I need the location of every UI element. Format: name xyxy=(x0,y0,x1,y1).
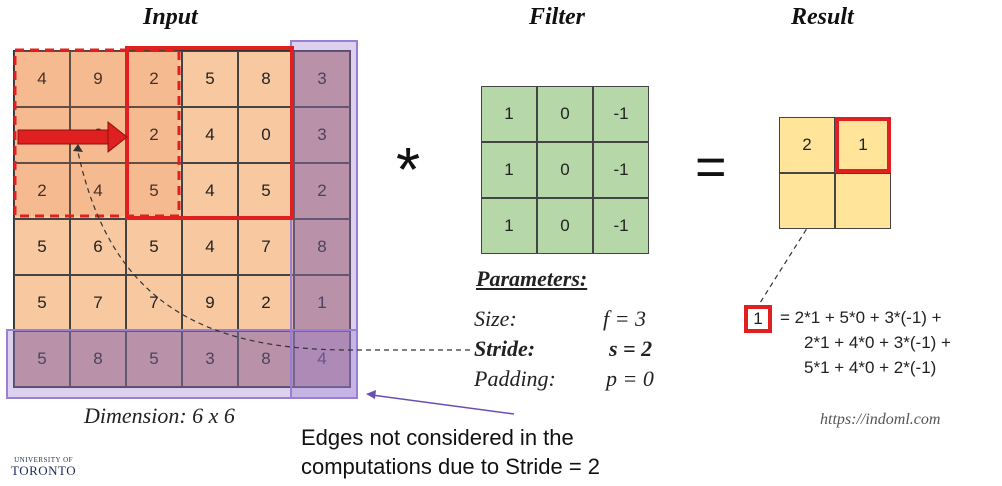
filter-cell: 1 xyxy=(481,142,537,198)
filter-matrix: 1 0 -1 1 0 -1 1 0 -1 xyxy=(481,86,649,254)
result-cell xyxy=(779,173,835,229)
input-cell: 5 xyxy=(126,219,182,275)
dimension-label: Dimension: 6 x 6 xyxy=(84,403,235,428)
size-value: f = 3 xyxy=(603,306,646,331)
edges-note-line-1: Edges not considered in the xyxy=(301,425,574,450)
input-cell-edge: 5 xyxy=(126,331,182,387)
input-cell-edge: 8 xyxy=(70,331,126,387)
input-cell: 5 xyxy=(238,163,294,219)
input-cell-edge: 3 xyxy=(294,107,350,163)
input-cell: 2 xyxy=(14,163,70,219)
filter-title: Filter xyxy=(529,4,586,30)
padding-label: Padding: xyxy=(474,366,556,391)
input-cell-edge: 1 xyxy=(294,275,350,331)
input-cell: 4 xyxy=(182,107,238,163)
input-cell: 4 xyxy=(182,163,238,219)
equation-line-2: 2*1 + 4*0 + 3*(-1) + xyxy=(804,333,951,352)
edges-note-arrowhead xyxy=(366,390,376,399)
input-cell-edge: 4 xyxy=(294,331,350,387)
result-cell xyxy=(835,173,891,229)
result-cell: 2 xyxy=(779,117,835,173)
filter-cell: 0 xyxy=(537,142,593,198)
size-label: Size: xyxy=(474,306,517,331)
filter-cell: 1 xyxy=(481,86,537,142)
input-cell: 2 xyxy=(126,107,182,163)
input-cell xyxy=(14,107,70,163)
edges-note-line-2: computations due to Stride = 2 xyxy=(301,454,601,479)
input-matrix: 4 9 2 5 8 3 6 2 4 0 3 2 4 5 4 5 2 5 6 5 … xyxy=(13,50,351,388)
input-cell: 7 xyxy=(70,275,126,331)
result-title: Result xyxy=(791,4,854,30)
logo-bottom-text: TORONTO xyxy=(11,463,77,478)
input-cell: 5 xyxy=(14,275,70,331)
input-title: Input xyxy=(143,4,198,30)
input-cell-edge: 8 xyxy=(294,219,350,275)
logo-top-text: UNIVERSITY OF xyxy=(14,456,74,464)
input-cell: 6 xyxy=(70,219,126,275)
padding-value: p = 0 xyxy=(606,366,654,391)
edges-note-arrow xyxy=(371,394,515,415)
equation-highlight-box: 1 xyxy=(744,305,772,333)
filter-cell: -1 xyxy=(593,142,649,198)
stride-label: Stride: xyxy=(474,336,536,361)
input-cell: 5 xyxy=(126,163,182,219)
input-cell: 2 xyxy=(238,275,294,331)
input-cell: 0 xyxy=(238,107,294,163)
input-cell: 6 xyxy=(70,107,126,163)
input-cell: 4 xyxy=(70,163,126,219)
parameters-heading: Parameters: xyxy=(476,266,588,291)
result-matrix: 2 1 xyxy=(779,117,891,229)
filter-cell: -1 xyxy=(593,198,649,254)
filter-cell: 1 xyxy=(481,198,537,254)
input-cell-edge: 3 xyxy=(294,51,350,107)
equation-line-3: 5*1 + 4*0 + 2*(-1) xyxy=(804,358,937,377)
input-cell: 4 xyxy=(182,219,238,275)
input-cell: 7 xyxy=(126,275,182,331)
input-cell-edge: 5 xyxy=(14,331,70,387)
input-cell: 2 xyxy=(126,51,182,107)
input-cell-edge: 2 xyxy=(294,163,350,219)
filter-cell: 0 xyxy=(537,198,593,254)
input-cell: 7 xyxy=(238,219,294,275)
input-cell: 5 xyxy=(14,219,70,275)
equation-line-1: = 2*1 + 5*0 + 3*(-1) + xyxy=(780,308,942,327)
stride-value: s = 2 xyxy=(609,336,653,361)
university-logo: UNIVERSITY OF TORONTO xyxy=(11,456,76,478)
filter-cell: 0 xyxy=(537,86,593,142)
source-url: https://indoml.com xyxy=(820,411,941,428)
equals-operator: = xyxy=(695,137,727,197)
convolve-operator: * xyxy=(396,136,421,205)
result-cell-highlighted: 1 xyxy=(835,117,891,173)
filter-cell: -1 xyxy=(593,86,649,142)
input-cell: 9 xyxy=(182,275,238,331)
input-cell: 5 xyxy=(182,51,238,107)
input-cell: 9 xyxy=(70,51,126,107)
input-cell: 8 xyxy=(238,51,294,107)
input-cell-edge: 3 xyxy=(182,331,238,387)
input-cell-edge: 8 xyxy=(238,331,294,387)
input-cell: 4 xyxy=(14,51,70,107)
